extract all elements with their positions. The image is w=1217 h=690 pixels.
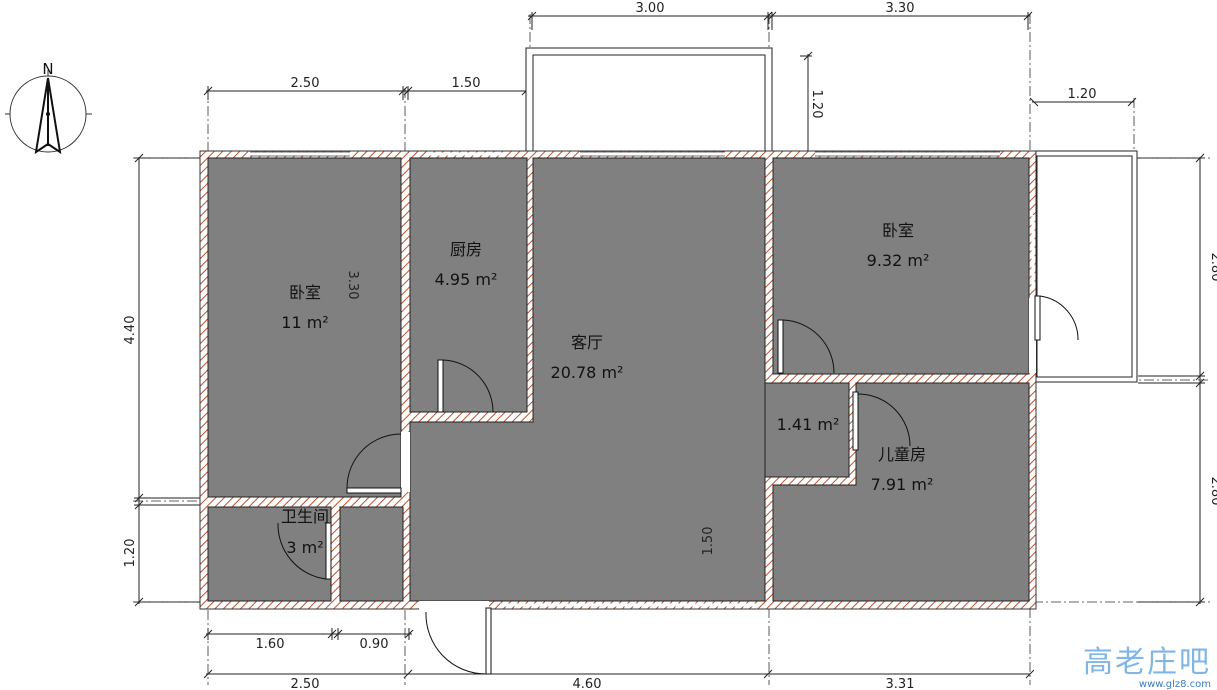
watermark: 高老庄吧 www.glz8.com bbox=[1083, 647, 1211, 690]
dim-right-2-80-top: 2.80 bbox=[1208, 253, 1217, 282]
bedroom-right-door bbox=[777, 319, 835, 374]
small-room-floor bbox=[764, 382, 850, 478]
room-name-kids: 儿童房 bbox=[878, 445, 926, 464]
dim-top-2-50: 2.50 bbox=[291, 76, 320, 91]
door-openings bbox=[401, 298, 1036, 610]
room-name-living: 客厅 bbox=[571, 333, 603, 352]
bedroom-right-floor bbox=[772, 157, 1030, 375]
watermark-logo: 高老庄吧 bbox=[1083, 645, 1211, 680]
bathroom-door bbox=[277, 522, 332, 580]
entrance-door bbox=[425, 607, 492, 675]
dim-bottom-1-60: 1.60 bbox=[256, 637, 285, 652]
room-labels: 卧室 11 m² 厨房 4.95 m² 客厅 20.78 m² 卧室 9.32 … bbox=[281, 221, 933, 557]
dim-right-1-20: 1.20 bbox=[1068, 87, 1097, 102]
compass-north-label: N bbox=[42, 60, 53, 78]
dim-bottom-2-50: 2.50 bbox=[291, 677, 320, 690]
room-fills bbox=[207, 157, 1030, 602]
room-area-bathroom: 3 m² bbox=[286, 538, 323, 557]
balconies bbox=[525, 47, 1138, 383]
doors bbox=[277, 295, 1079, 675]
dim-bottom-3-31: 3.31 bbox=[886, 677, 915, 690]
bath-closet-floor bbox=[339, 506, 404, 602]
watermark-url: www.glz8.com bbox=[1138, 679, 1211, 690]
window-lines bbox=[250, 151, 1000, 157]
bedroom-left-door bbox=[346, 433, 402, 494]
room-name-bathroom: 卫生间 bbox=[281, 507, 329, 526]
dim-bottom-0-90: 0.90 bbox=[360, 637, 389, 652]
dim-inner-1-50: 1.50 bbox=[701, 527, 716, 556]
window-marks bbox=[250, 152, 1035, 607]
room-area-kids: 7.91 m² bbox=[871, 475, 934, 494]
dim-right-2-80-bottom: 2.80 bbox=[1208, 477, 1217, 506]
room-name-bedroom-right: 卧室 bbox=[882, 221, 914, 240]
kids-room-floor bbox=[772, 382, 1030, 602]
living-floor bbox=[409, 157, 766, 602]
room-area-bedroom-left: 11 m² bbox=[281, 313, 328, 332]
dim-top-3-30: 3.30 bbox=[886, 1, 915, 16]
room-area-kitchen: 4.95 m² bbox=[435, 270, 498, 289]
room-area-bedroom-right: 9.32 m² bbox=[867, 251, 930, 270]
room-name-bedroom-left: 卧室 bbox=[289, 283, 321, 302]
dim-bottom-4-60: 4.60 bbox=[573, 677, 602, 690]
compass: N bbox=[5, 60, 92, 155]
balcony-door bbox=[1034, 295, 1079, 341]
room-area-living: 20.78 m² bbox=[551, 363, 624, 382]
dim-top-1-50: 1.50 bbox=[452, 76, 481, 91]
dim-inner-3-30: 3.30 bbox=[345, 271, 360, 300]
room-name-kitchen: 厨房 bbox=[450, 240, 482, 259]
room-area-small: 1.41 m² bbox=[777, 415, 840, 434]
dim-left-4-40: 4.40 bbox=[123, 316, 138, 345]
bedroom-left-floor bbox=[207, 157, 402, 498]
kitchen-door bbox=[437, 359, 494, 413]
kitchen-floor bbox=[409, 157, 528, 413]
dimension-labels: 3.00 3.30 2.50 1.50 1.20 1.20 3.30 4.40 … bbox=[123, 1, 1217, 690]
dim-balcony-1-20: 1.20 bbox=[809, 90, 824, 119]
kids-room-door bbox=[852, 391, 911, 451]
dim-left-1-20: 1.20 bbox=[123, 539, 138, 568]
dim-top-3-00: 3.00 bbox=[636, 1, 665, 16]
